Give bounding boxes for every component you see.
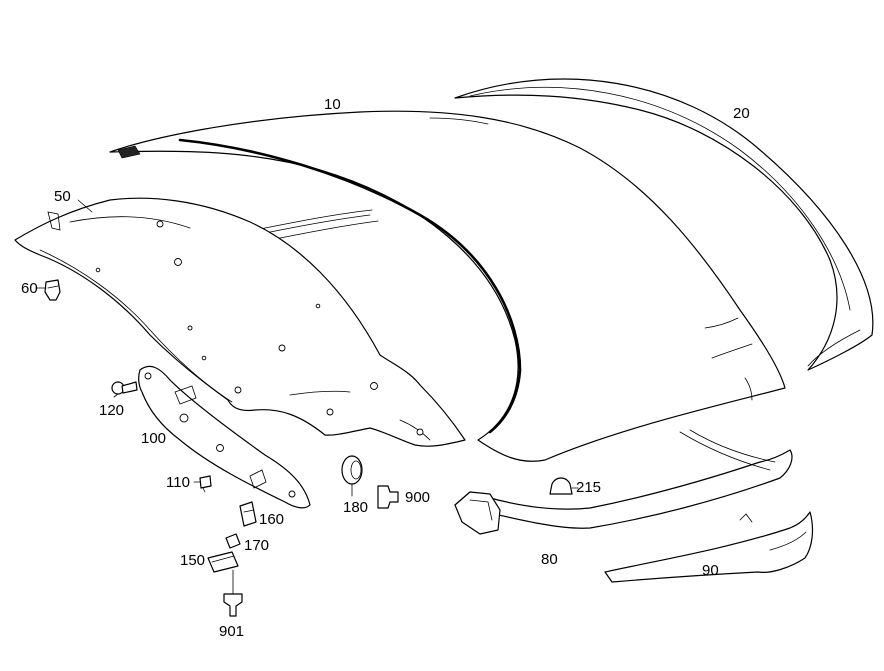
part-50-inner-liner[interactable] (14, 197, 466, 447)
part-160-switch[interactable] (239, 501, 257, 527)
label-50: 50 (54, 188, 71, 205)
part-180-grommet[interactable] (341, 455, 363, 485)
callout-labels: 10 20 50 60 120 100 110 160 170 150 901 … (21, 96, 750, 640)
label-110: 110 (166, 474, 190, 491)
label-80: 80 (541, 551, 558, 568)
label-20: 20 (733, 105, 750, 122)
part-120-bolt[interactable] (111, 381, 138, 395)
label-170: 170 (244, 537, 269, 554)
label-90: 90 (702, 562, 719, 579)
part-100-bracket[interactable] (138, 365, 311, 509)
part-90-strip[interactable] (604, 511, 814, 583)
label-901: 901 (219, 623, 244, 640)
label-60: 60 (21, 280, 38, 297)
label-100: 100 (141, 430, 166, 447)
part-901-symbol[interactable] (223, 593, 243, 617)
part-110-screw[interactable] (199, 475, 212, 493)
part-215-buffer[interactable] (549, 477, 573, 495)
part-20-spoiler[interactable] (454, 78, 874, 371)
part-150-lock-housing[interactable] (207, 551, 239, 573)
part-900-symbol[interactable] (377, 485, 399, 509)
label-10: 10 (324, 96, 341, 113)
label-160: 160 (259, 511, 284, 528)
part-60-clip[interactable] (44, 279, 61, 301)
part-170-bushing[interactable] (225, 533, 241, 549)
leader-lines (35, 199, 579, 595)
label-120: 120 (99, 402, 124, 419)
part-80-seal-frame[interactable] (454, 429, 793, 535)
label-150: 150 (180, 552, 205, 569)
label-900: 900 (405, 489, 430, 506)
label-215: 215 (576, 479, 601, 496)
part-10-trunk-lid[interactable] (109, 110, 786, 462)
label-180: 180 (343, 499, 368, 516)
